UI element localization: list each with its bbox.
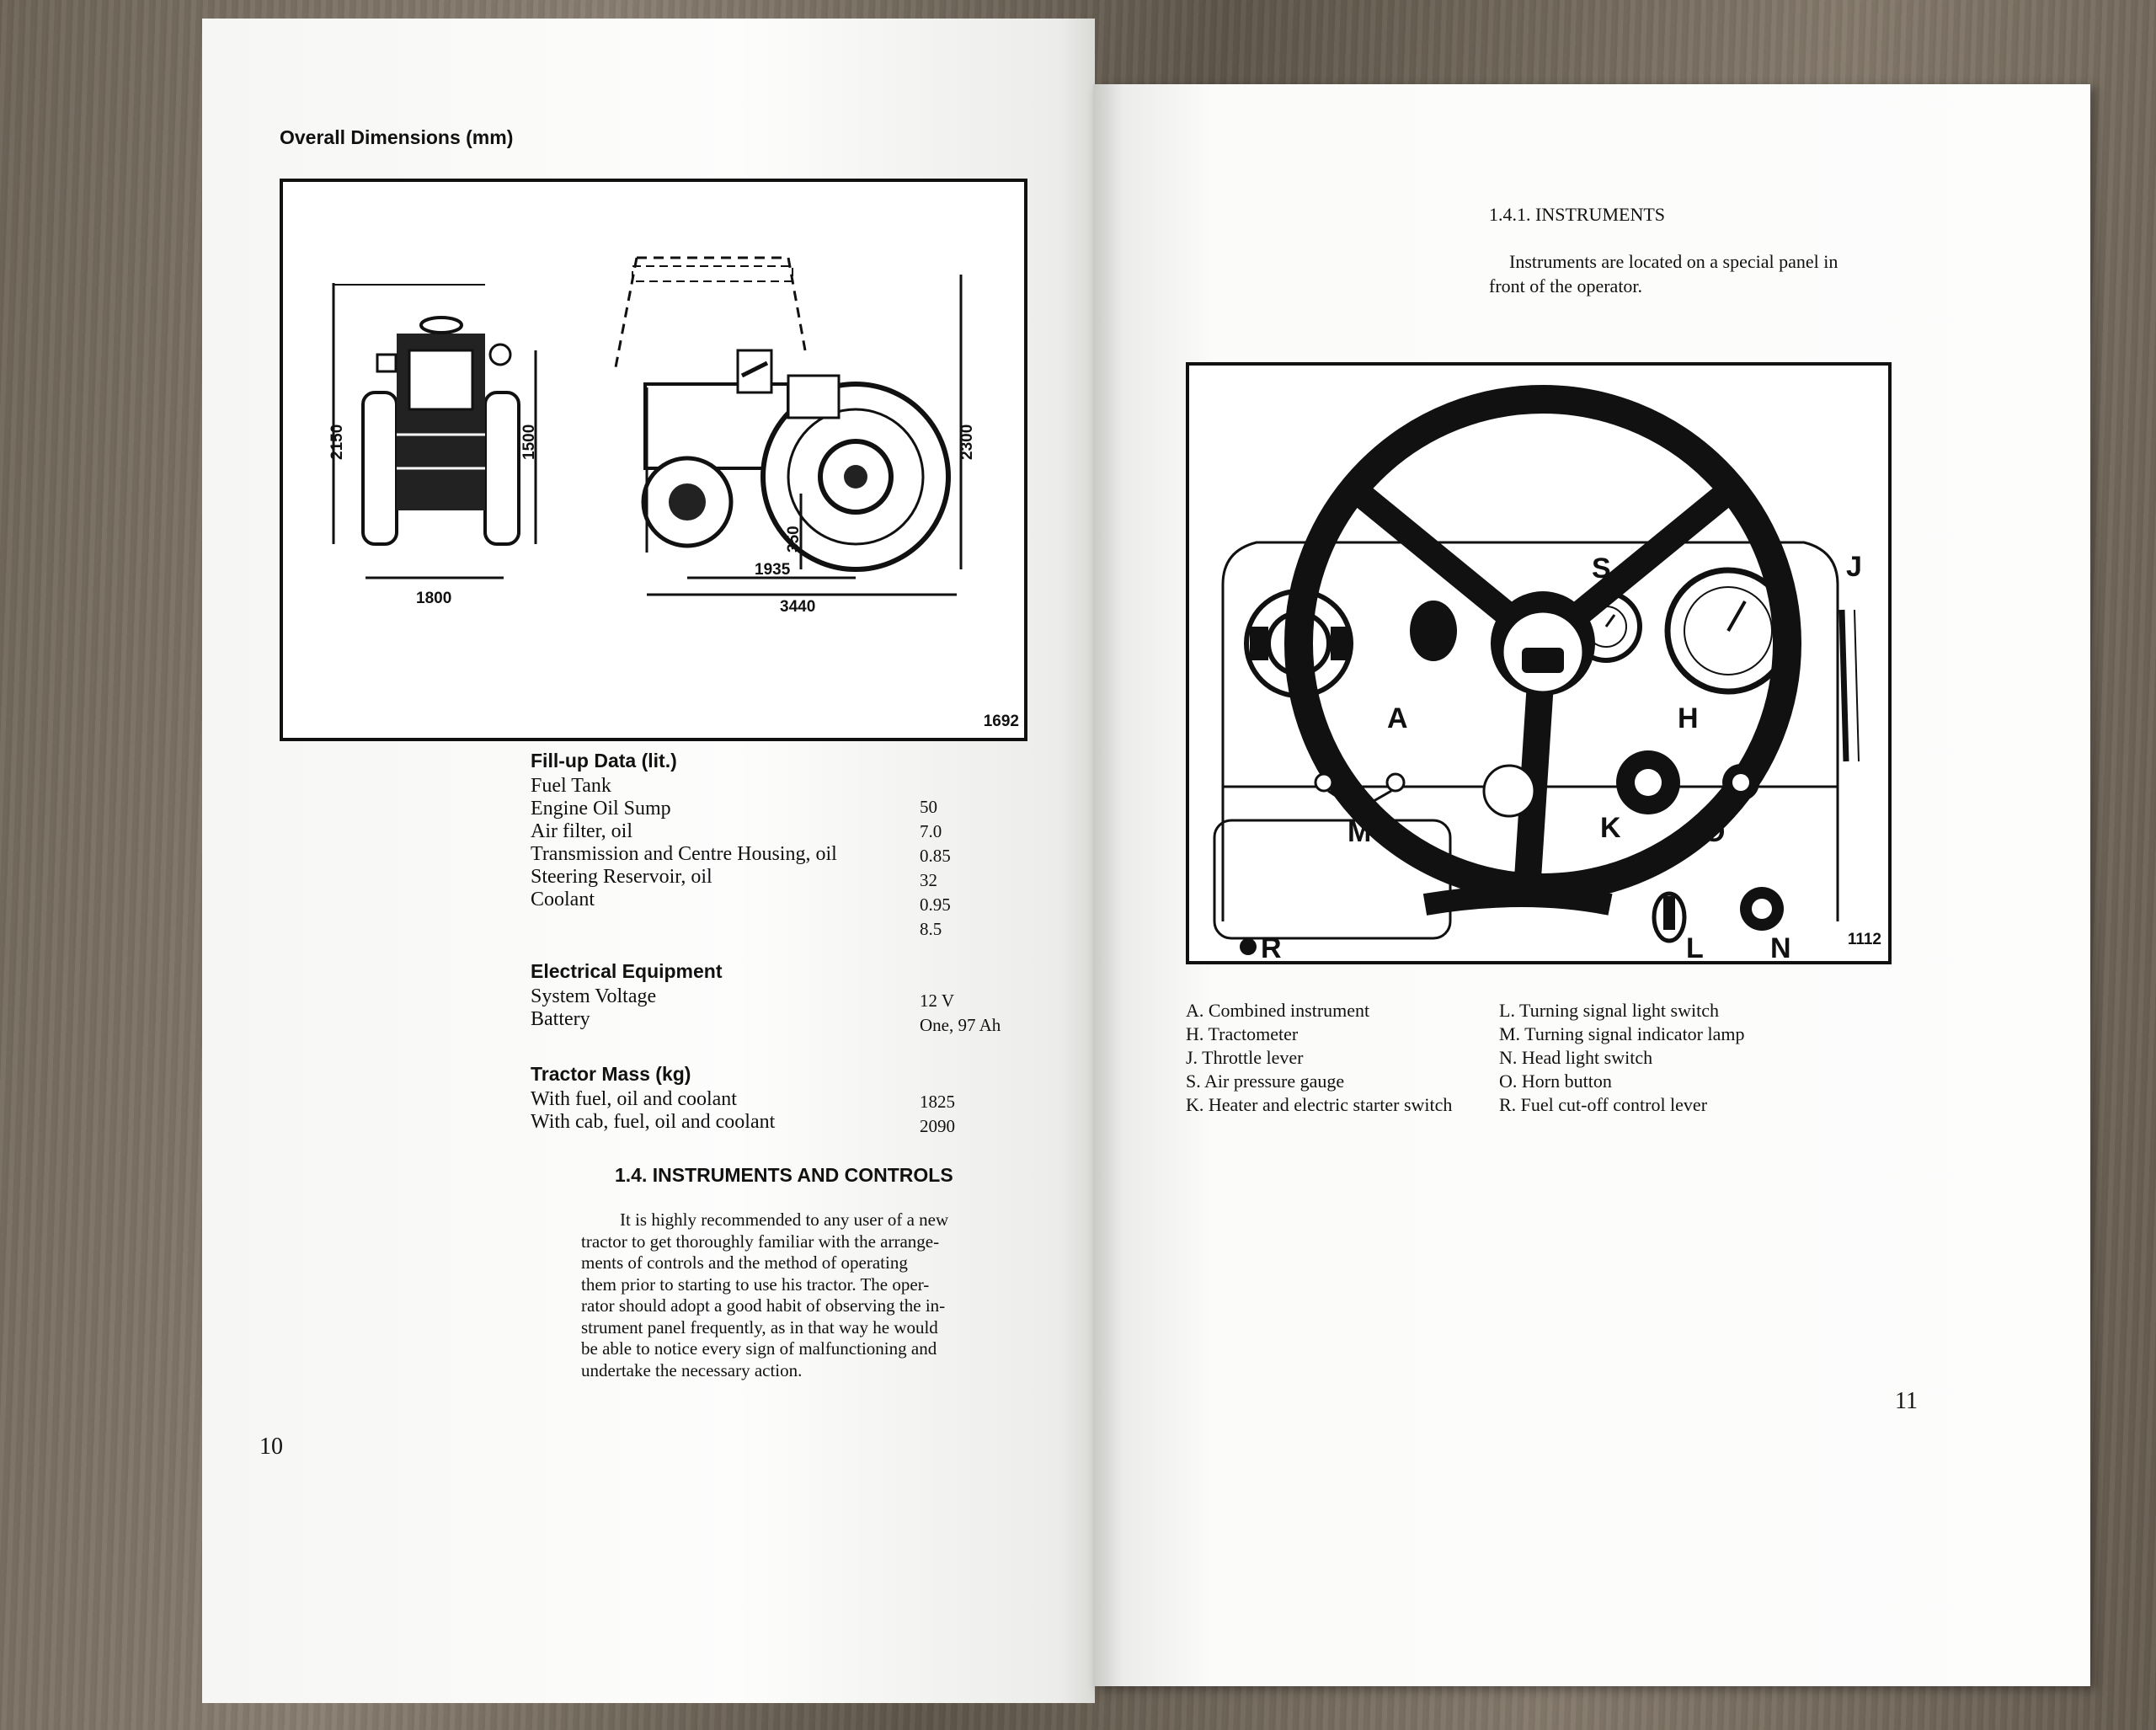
paragraph-line: tractor to get thoroughly familiar with … [581, 1231, 940, 1252]
dim-wheelbase: 1935 [755, 561, 791, 579]
callout-j: J [1846, 551, 1862, 583]
callout-a: A [1387, 702, 1408, 734]
dash-logo: IMT [1524, 620, 1556, 641]
dim-overall-length: 3440 [780, 598, 815, 616]
figure-number-1112: 1112 [1847, 931, 1881, 948]
legend-item: H. Tractometer [1186, 1023, 1299, 1044]
left-page: Overall Dimensions (mm) 2150 1500 18 [202, 19, 1095, 1703]
paragraph-line: rator should adopt a good habit of obser… [581, 1295, 946, 1316]
fillup-label: Air filter, oil [531, 820, 633, 842]
legend-item: K. Heater and electric starter switch [1186, 1094, 1453, 1115]
fillup-labels: Fuel Tank Engine Oil Sump Air filter, oi… [531, 775, 901, 911]
fillup-label: Coolant [531, 889, 595, 910]
paragraph-line: ments of controls and the method of oper… [581, 1252, 908, 1273]
fillup-label: Steering Reservoir, oil [531, 866, 712, 888]
page-number-right: 11 [1895, 1388, 1918, 1414]
fillup-label: Fuel Tank [531, 775, 611, 797]
paragraph-line: be able to notice every sign of malfunct… [581, 1338, 937, 1359]
dim-track-height: 1500 [520, 424, 538, 460]
fuel-cutoff-knob [1240, 938, 1257, 955]
dimensions-title: Overall Dimensions (mm) [280, 126, 514, 148]
page-number-left: 10 [259, 1434, 283, 1460]
subsection-heading: 1.4.1. INSTRUMENTS [1489, 204, 1666, 225]
callout-k: K [1600, 812, 1621, 844]
paragraph-line: strument panel frequently, as in that wa… [581, 1316, 938, 1338]
paragraph-line: undertake the necessary action. [581, 1359, 803, 1380]
mass-label: With fuel, oil and coolant [531, 1088, 737, 1110]
tractor-dimensions-drawing: 2150 1500 1800 [280, 179, 1027, 741]
mass-labels: With fuel, oil and coolant With cab, fue… [531, 1088, 775, 1134]
head-light-switch [1740, 887, 1784, 931]
paragraph-line: It is highly recommended to any user of … [620, 1209, 949, 1230]
callout-h: H [1678, 702, 1699, 734]
legend-item: O. Horn button [1499, 1071, 1612, 1092]
fillup-label: Engine Oil Sump [531, 798, 671, 820]
dim-side-height: 2300 [958, 424, 976, 460]
fillup-value: 0.95 [920, 894, 951, 915]
turn-signal-light-switch [1652, 891, 1687, 943]
legend-item: R. Fuel cut-off control lever [1499, 1094, 1708, 1115]
figure-number-1692: 1692 [983, 713, 1019, 730]
electrical-labels: System Voltage Battery [531, 985, 656, 1031]
horn-button [1722, 764, 1759, 801]
fillup-value: 32 [920, 870, 937, 890]
dim-ground-clearance: 350 [785, 526, 803, 553]
electrical-value: 12 V [920, 990, 955, 1011]
turn-signal-indicator-lamps [1314, 772, 1406, 812]
mass-value: 2090 [920, 1116, 955, 1136]
legend-left-column: A. Combined instrument H. Tractometer J.… [1186, 999, 1452, 1117]
tractor-front-view [361, 316, 520, 546]
dash-vent [1410, 601, 1457, 661]
legend-item: L. Turning signal light switch [1499, 1000, 1719, 1021]
legend-right-column: L. Turning signal light switch M. Turnin… [1499, 999, 1745, 1117]
heater-starter-switch [1616, 750, 1680, 814]
tractor-side-view [614, 256, 951, 572]
electrical-label: System Voltage [531, 985, 657, 1007]
intro-paragraph: Instruments are located on a special pan… [1489, 249, 1885, 298]
dim-front-width: 1800 [416, 590, 451, 607]
mass-value: 1825 [920, 1092, 955, 1112]
instruments-paragraph: It is highly recommended to any user of … [581, 1209, 1002, 1381]
callout-l: L [1686, 932, 1704, 961]
electrical-values: 12 V One, 97 Ah [920, 989, 1001, 1038]
callout-s: S [1592, 553, 1611, 585]
electrical-label: Battery [531, 1008, 590, 1030]
legend-item: A. Combined instrument [1186, 1000, 1370, 1021]
right-page: 1.4.1. INSTRUMENTS Instruments are locat… [1093, 84, 2090, 1686]
callout-o: O [1703, 816, 1725, 848]
legend-item: S. Air pressure gauge [1186, 1071, 1345, 1092]
instrument-panel-drawing: IMT [1186, 362, 1892, 964]
mass-label: With cab, fuel, oil and coolant [531, 1111, 776, 1133]
ignition-boss [1482, 764, 1536, 818]
instrument-panel-svg: IMT [1213, 385, 1862, 961]
intro-line: Instruments are located on a special pan… [1509, 251, 1838, 272]
callout-n: N [1770, 932, 1791, 961]
dashboard-outline [1221, 541, 1839, 921]
legend-item: N. Head light switch [1499, 1047, 1653, 1068]
dim-front-height: 2150 [328, 424, 346, 460]
fillup-title: Fill-up Data (lit.) [531, 750, 677, 772]
electrical-title: Electrical Equipment [531, 960, 723, 982]
intro-line: front of the operator. [1489, 275, 1643, 296]
fillup-value: 8.5 [920, 919, 942, 939]
fillup-value: 50 [920, 797, 937, 817]
legend-item: M. Turning signal indicator lamp [1499, 1023, 1745, 1044]
callout-m: M [1348, 816, 1371, 848]
callout-r: R [1261, 932, 1282, 961]
throttle-lever [1838, 609, 1860, 762]
tractor-drawing-svg: 2150 1500 1800 [328, 256, 976, 616]
section-heading: 1.4. INSTRUMENTS AND CONTROLS [615, 1164, 953, 1186]
fillup-value: 0.85 [920, 846, 951, 866]
fillup-value: 7.0 [920, 821, 942, 841]
mass-values: 1825 2090 [920, 1090, 955, 1139]
mass-title: Tractor Mass (kg) [531, 1063, 691, 1085]
steering-wheel [1284, 385, 1801, 916]
fillup-label: Transmission and Centre Housing, oil [531, 843, 837, 865]
paragraph-line: them prior to starting to use his tracto… [581, 1273, 930, 1295]
legend-item: J. Throttle lever [1186, 1047, 1304, 1068]
fillup-values: 50 7.0 0.85 32 0.95 8.5 [920, 795, 951, 942]
electrical-value: One, 97 Ah [920, 1015, 1001, 1035]
